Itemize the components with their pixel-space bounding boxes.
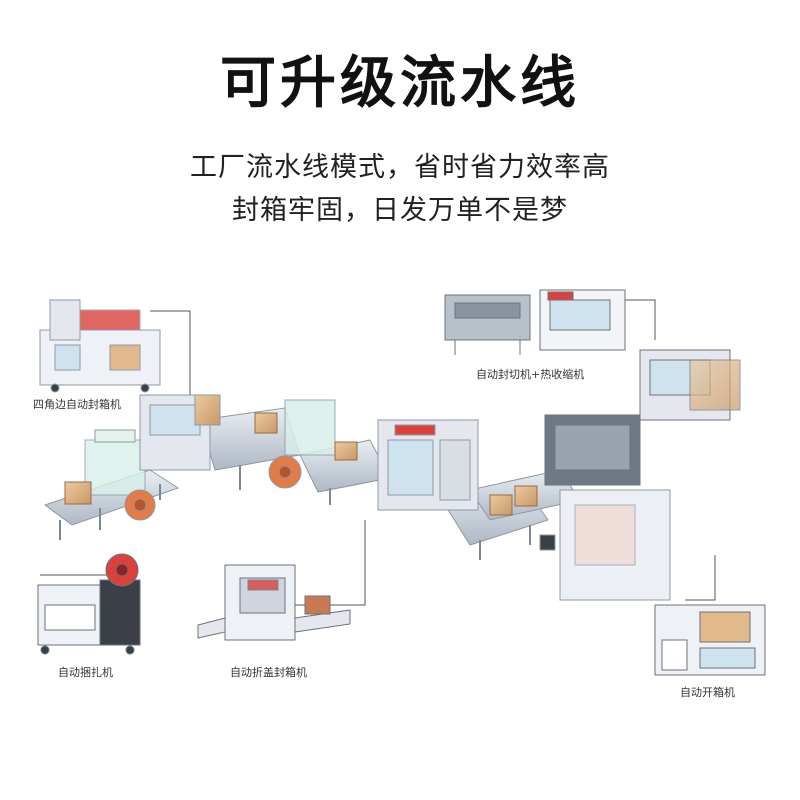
leader-corner-sealer (150, 310, 191, 395)
machine-erector (654, 604, 766, 676)
leader-fold-sealer (290, 520, 366, 606)
inline-corner-sealer (139, 394, 221, 471)
subtitle-line-2: 封箱牢固，日发万单不是梦 (232, 195, 568, 226)
label-fold-sealer: 自动折盖封箱机 (230, 666, 307, 679)
label-erector: 自动开箱机 (680, 686, 735, 699)
label-strapping: 自动捆扎机 (58, 666, 113, 679)
leader-erector (685, 555, 716, 601)
subtitle-line-1: 工厂流水线模式，省时省力效率高 (190, 152, 610, 183)
label-shrink-wrapper: 自动封切机+热收缩机 (476, 368, 585, 381)
inline-erector (539, 489, 671, 601)
leader-shrink-wrapper (625, 299, 656, 340)
machine-strapping (37, 553, 141, 655)
inline-strap-arch (268, 399, 336, 489)
machine-corner-sealer (39, 299, 161, 393)
boxes (64, 412, 538, 516)
machine-fold-sealer (197, 564, 351, 641)
inline-fold-sealer (377, 419, 479, 511)
inline-shrink-tunnel (544, 349, 741, 486)
label-corner-sealer: 四角边自动封箱机 (33, 398, 121, 411)
machine-shrink-wrapper (444, 289, 626, 355)
inline-strapper (84, 429, 156, 521)
page-title: 可升级流水线 (220, 51, 580, 116)
